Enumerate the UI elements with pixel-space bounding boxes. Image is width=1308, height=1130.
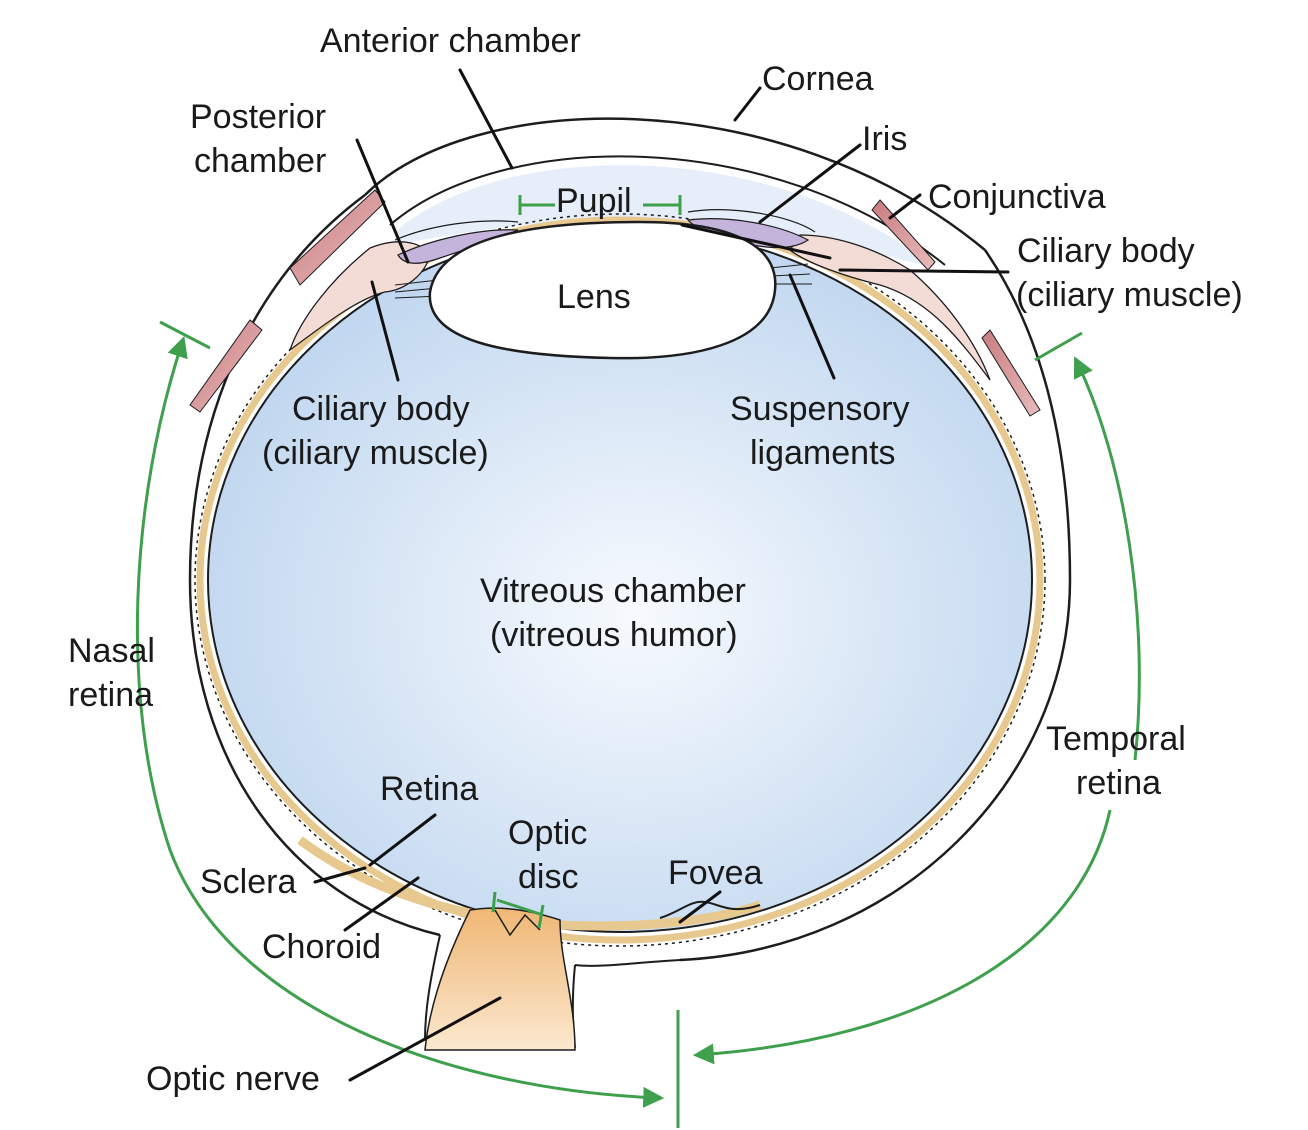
label-ciliary-body-right-2: (ciliary muscle): [1016, 276, 1243, 314]
label-fovea: Fovea: [668, 854, 763, 892]
pupil-marker: [518, 195, 682, 215]
text-labels: Anterior chamber Cornea Posterior chambe…: [68, 22, 1243, 1098]
label-iris: Iris: [862, 120, 907, 158]
label-suspensory-1: Suspensory: [730, 390, 910, 428]
label-pupil: Pupil: [556, 182, 632, 220]
temporal-retina-arc: [1073, 356, 1141, 761]
label-retina: Retina: [380, 770, 478, 808]
nasal-retina-arc: [135, 336, 665, 1108]
optic-nerve: [424, 907, 576, 1051]
choroid-outline: [194, 213, 1046, 947]
temporal-retina-arc-lower: [692, 809, 1112, 1065]
iris-left-top: [394, 220, 519, 241]
iris-right-top: [687, 209, 816, 233]
leader-lines: [313, 68, 1010, 1082]
label-vitreous-1: Vitreous chamber: [480, 572, 746, 610]
label-posterior-chamber-2: chamber: [194, 142, 326, 180]
conjunctiva-left: [289, 189, 386, 286]
label-ciliary-body-left-1: Ciliary body: [292, 390, 470, 428]
label-optic-disc-2: disc: [518, 858, 578, 896]
label-ciliary-body-right-1: Ciliary body: [1017, 232, 1195, 270]
label-optic-disc-1: Optic: [508, 814, 587, 852]
label-temporal-2: retina: [1076, 764, 1161, 802]
label-lens: Lens: [557, 278, 631, 316]
label-sclera: Sclera: [200, 863, 296, 901]
conjunctiva-right-lower: [981, 329, 1041, 417]
label-ciliary-body-left-2: (ciliary muscle): [262, 434, 489, 472]
label-choroid: Choroid: [262, 928, 381, 966]
label-optic-nerve: Optic nerve: [146, 1060, 320, 1098]
label-cornea: Cornea: [762, 60, 874, 98]
label-vitreous-2: (vitreous humor): [490, 616, 738, 654]
label-anterior-chamber: Anterior chamber: [320, 22, 581, 60]
label-conjunctiva: Conjunctiva: [928, 178, 1106, 216]
label-nasal-2: retina: [68, 676, 153, 714]
label-temporal-1: Temporal: [1046, 720, 1186, 758]
label-posterior-chamber-1: Posterior: [190, 98, 326, 136]
anterior-chamber-area: [395, 165, 935, 268]
label-suspensory-2: ligaments: [750, 434, 896, 472]
label-nasal-1: Nasal: [68, 632, 155, 670]
